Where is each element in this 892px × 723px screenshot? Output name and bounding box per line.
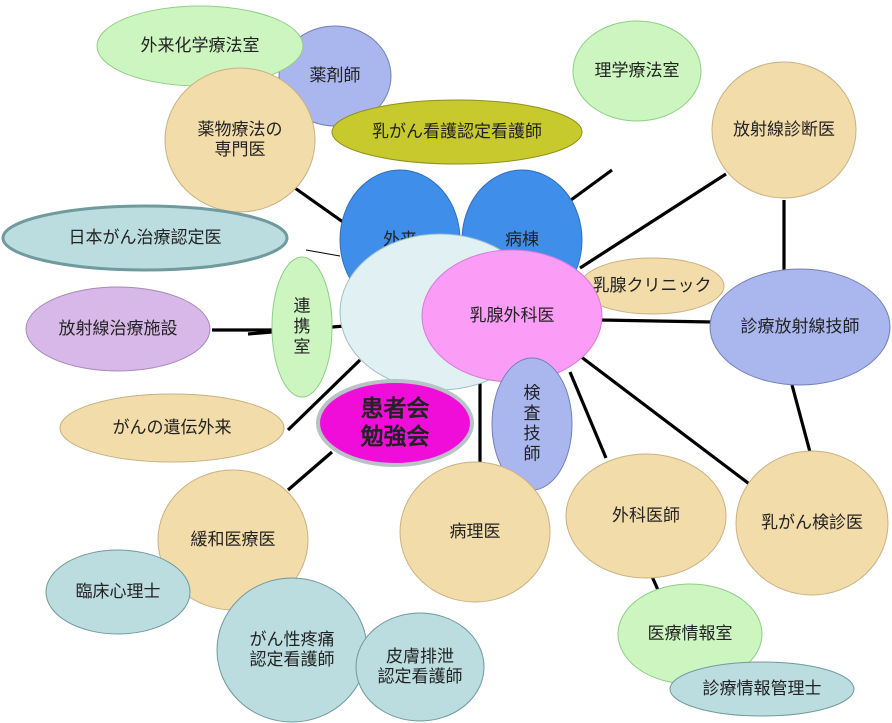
node-rinsho-shinri: 臨床心理士 [45, 549, 191, 635]
node-hoshasen-shindan-label: 放射線診断医 [733, 120, 835, 140]
node-rigaku-shape [572, 20, 702, 122]
node-nyusen-clinic-label: 乳腺クリニック [593, 276, 712, 296]
node-hoshasen-chiryo-label: 放射線治療施設 [59, 319, 178, 339]
node-kanja-kai: 患者会勉強会 [316, 379, 474, 467]
node-nyugan-kango-shape [331, 99, 583, 165]
node-renkei-shape [271, 256, 333, 398]
node-byoto-label: 病棟 [505, 230, 539, 250]
node-iryo-joho-label: 医療情報室 [648, 624, 733, 644]
node-kensa-label: 検査技師 [524, 383, 541, 464]
node-kanwa-label: 緩和医療医 [191, 530, 276, 550]
node-rinsho-shinri-label: 臨床心理士 [76, 582, 161, 602]
node-nihon-gan: 日本がん治療認定医 [1, 204, 289, 272]
node-renkei: 連携室 [271, 256, 333, 398]
node-hoshasen-shindan: 放射線診断医 [711, 61, 857, 199]
connector-line [790, 384, 812, 453]
node-shinryo-joho-label: 診療情報管理士 [703, 679, 822, 699]
node-yakubutsu-senmon-label: 薬物療法の専門医 [198, 120, 283, 160]
node-iryo-joho: 医療情報室 [617, 583, 763, 685]
node-yakubutsu-senmon: 薬物療法の専門医 [164, 67, 316, 213]
node-geka-ishi: 外科医師 [565, 453, 727, 579]
connector-line [599, 318, 713, 324]
node-nyugan-kango: 乳がん看護認定看護師 [331, 99, 583, 165]
connector-line [579, 172, 727, 270]
node-nyugan-kenshin-shape [735, 450, 889, 596]
node-shinryo-joho: 診療情報管理士 [669, 661, 855, 717]
node-gan-iden-shape [59, 393, 285, 463]
node-shinryo-joho-shape [669, 661, 855, 717]
node-yakuzaishi-label: 薬剤師 [310, 66, 361, 86]
node-geka-ishi-shape [565, 453, 727, 579]
connector-line [286, 358, 362, 432]
connector-line [568, 371, 608, 459]
node-yakuzaishi: 薬剤師 [278, 25, 392, 127]
node-nihon-gan-shape [1, 204, 289, 272]
node-hoshasen-chiryo-shape [25, 286, 211, 372]
node-shinryo-hoshasen-label: 診療放射線技師 [741, 317, 860, 337]
node-nyusen-clinic: 乳腺クリニック [579, 257, 725, 315]
node-nyugan-kango-label: 乳がん看護認定看護師 [372, 122, 542, 142]
node-nyusen-gekai-label: 乳腺外科医 [470, 306, 555, 326]
node-kanwa: 緩和医療医 [157, 469, 309, 611]
node-byori-shape [399, 461, 551, 603]
node-gan-iden-label: がんの遺伝外来 [113, 418, 232, 438]
node-renkei-label: 連携室 [294, 297, 311, 358]
node-gan-totsu: がん性疼痛認定看護師 [216, 577, 368, 723]
node-rigaku-label: 理学療法室 [595, 61, 680, 81]
node-kensa: 検査技師 [491, 357, 573, 491]
connector-line [305, 249, 341, 257]
node-gairai-kagaku-label: 外来化学療法室 [141, 36, 260, 56]
node-shinryo-hoshasen: 診療放射線技師 [709, 268, 891, 386]
node-gairai-kagaku: 外来化学療法室 [96, 5, 304, 87]
node-shinryo-hoshasen-shape [709, 268, 891, 386]
connector-line [286, 450, 334, 492]
node-nihon-gan-label: 日本がん治療認定医 [69, 228, 222, 248]
node-byori-label: 病理医 [450, 522, 501, 542]
node-nyusen-gekai: 乳腺外科医 [421, 249, 603, 383]
connector-line [579, 354, 753, 488]
node-kanja-kai-label: 患者会勉強会 [360, 395, 430, 450]
node-gan-iden: がんの遺伝外来 [59, 393, 285, 463]
node-rigaku: 理学療法室 [572, 20, 702, 122]
node-hoshasen-chiryo: 放射線治療施設 [25, 286, 211, 372]
node-byori: 病理医 [399, 461, 551, 603]
node-rinsho-shinri-shape [45, 549, 191, 635]
node-hoshasen-shindan-shape [711, 61, 857, 199]
node-nyugan-kenshin-label: 乳がん検診医 [761, 513, 863, 533]
node-kanja-kai-shape [316, 379, 474, 467]
node-hifu-haisetsu-shape [355, 612, 485, 722]
node-gan-totsu-label: がん性疼痛認定看護師 [250, 630, 335, 670]
node-hifu-haisetsu: 皮膚排泄認定看護師 [355, 612, 485, 722]
node-hifu-haisetsu-label: 皮膚排泄認定看護師 [378, 647, 463, 687]
node-yakubutsu-senmon-shape [164, 67, 316, 213]
node-nyugan-kenshin: 乳がん検診医 [735, 450, 889, 596]
node-geka-ishi-label: 外科医師 [612, 506, 680, 526]
